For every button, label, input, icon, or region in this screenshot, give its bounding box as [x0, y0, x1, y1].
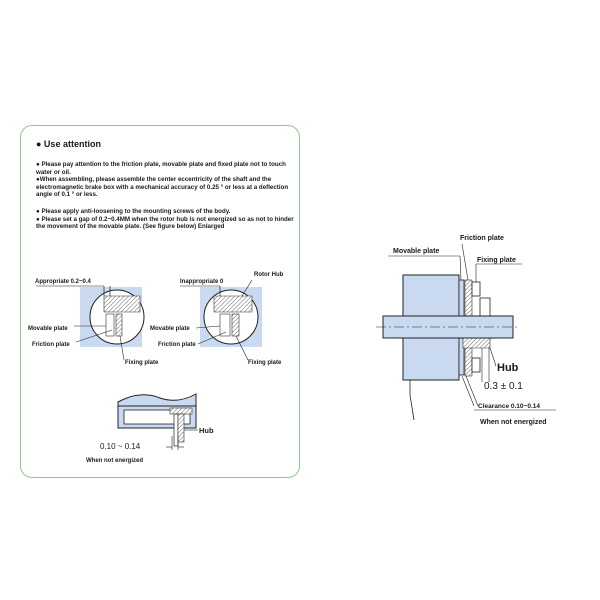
label-friction-plate: Friction plate: [32, 342, 70, 348]
label-hub: Hub: [199, 426, 214, 435]
label-fixing-plate: Fixing plate: [248, 360, 282, 366]
detail-inappropriate: Inappropriate 0 Rotor Hub Movable plate …: [150, 272, 284, 366]
label-appropriate: Appropriate 0.2~0.4: [35, 279, 92, 285]
note-item: ● Please set a gap of 0.2~0.4MM when the…: [36, 215, 294, 231]
friction-plate: [464, 279, 473, 321]
fixing-plate: [471, 281, 481, 297]
main-brake-drawing: Movable plate Friction plate Fixing plat…: [376, 235, 556, 426]
caption-not-energized: When not energized: [480, 419, 547, 426]
label-inappropriate: Inappropriate 0: [180, 279, 224, 285]
label-friction-plate: Friction plate: [158, 342, 196, 348]
use-attention-title: ● Use attention: [36, 139, 101, 149]
note-item: ● Please apply anti-loosening to the mou…: [36, 207, 231, 215]
label-movable-plate: Movable plate: [150, 326, 190, 332]
label-hub: Hub: [497, 362, 519, 374]
label-movable-plate: Movable plate: [393, 248, 439, 255]
label-clearance: Clearance 0.10~0.14: [478, 403, 540, 410]
label-fixing-plate: Fixing plate: [477, 257, 516, 264]
caption-not-energized: When not energized: [86, 458, 143, 464]
detail-hub: Hub 0.10 ~ 0.14 When not energized: [86, 393, 214, 464]
label-rotor-hub: Rotor Hub: [254, 272, 284, 278]
note-item: ●When assembling, please assemble the ce…: [36, 176, 289, 199]
note-item: ● Please pay attention to the friction p…: [36, 161, 286, 176]
label-movable-plate: Movable plate: [28, 326, 68, 332]
detail-appropriate: Appropriate 0.2~0.4 Movable plate Fricti…: [28, 279, 159, 366]
label-fixing-plate: Fixing plate: [125, 360, 159, 366]
dimension-hub-gap: 0.10 ~ 0.14: [100, 442, 141, 451]
dimension-hub-gap: 0.3 ± 0.1: [484, 381, 523, 392]
label-friction-plate: Friction plate: [460, 235, 504, 242]
use-attention-notes: ● Please pay attention to the friction p…: [36, 161, 294, 231]
